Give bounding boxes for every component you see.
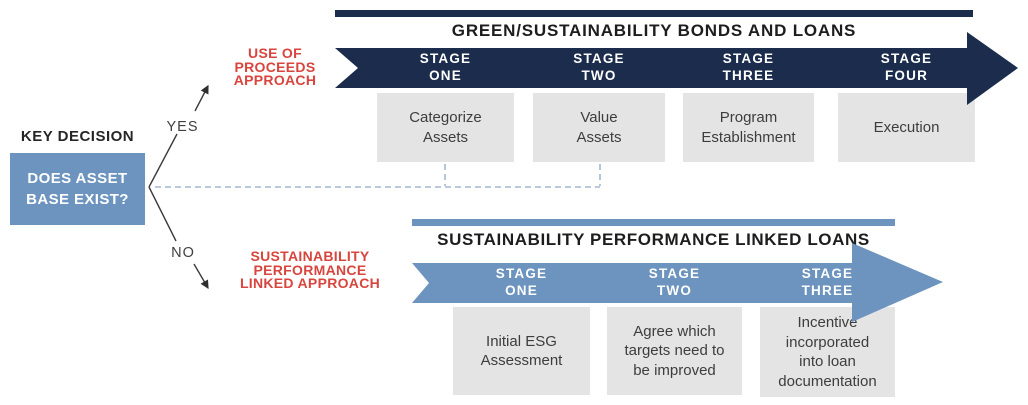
bottom-stage-3-description: Incentive incorporated into loan documen…: [760, 307, 895, 397]
yes-branch-label: YES: [166, 119, 199, 135]
top-track-rule: [335, 10, 973, 17]
bottom-stage-2-description: Agree which targets need to be improved: [607, 307, 742, 395]
decision-box: DOES ASSET BASE EXIST?: [10, 153, 145, 225]
bottom-track-title: SUSTAINABILITY PERFORMANCE LINKED LOANS: [437, 230, 870, 249]
yes-branch-line: [148, 133, 178, 188]
top-stage-2-description: Value Assets: [533, 93, 665, 162]
bottom-stage-2-label: STAGE TWO: [648, 266, 701, 298]
no-branch-line: [148, 186, 177, 242]
use-of-proceeds-approach-label: USE OF PROCEEDS APPROACH: [233, 45, 317, 88]
top-stage-4-description: Execution: [838, 93, 975, 162]
bottom-stage-1-description: Initial ESG Assessment: [453, 307, 590, 395]
top-stage-2-label: STAGE TWO: [573, 51, 625, 83]
top-track-title: GREEN/SUSTAINABILITY BONDS AND LOANS: [451, 21, 857, 40]
key-decision-heading: KEY DECISION: [20, 128, 135, 145]
top-stage-1-label: STAGE ONE: [419, 51, 472, 83]
bottom-stage-1-label: STAGE ONE: [495, 266, 548, 298]
no-branch-arrow: [193, 263, 209, 290]
top-stage-4-label: STAGE FOUR: [880, 51, 933, 83]
top-stage-3-description: Program Establishment: [683, 93, 814, 162]
top-stage-3-label: STAGE THREE: [722, 51, 775, 83]
bottom-stage-3-label: STAGE THREE: [801, 266, 854, 298]
no-branch-label: NO: [171, 245, 195, 261]
bottom-track-rule: [412, 219, 895, 226]
top-stage-1-description: Categorize Assets: [377, 93, 514, 162]
yes-branch-arrow: [194, 84, 209, 112]
sustainability-linked-approach-label: SUSTAINABILITY PERFORMANCE LINKED APPROA…: [239, 248, 381, 291]
